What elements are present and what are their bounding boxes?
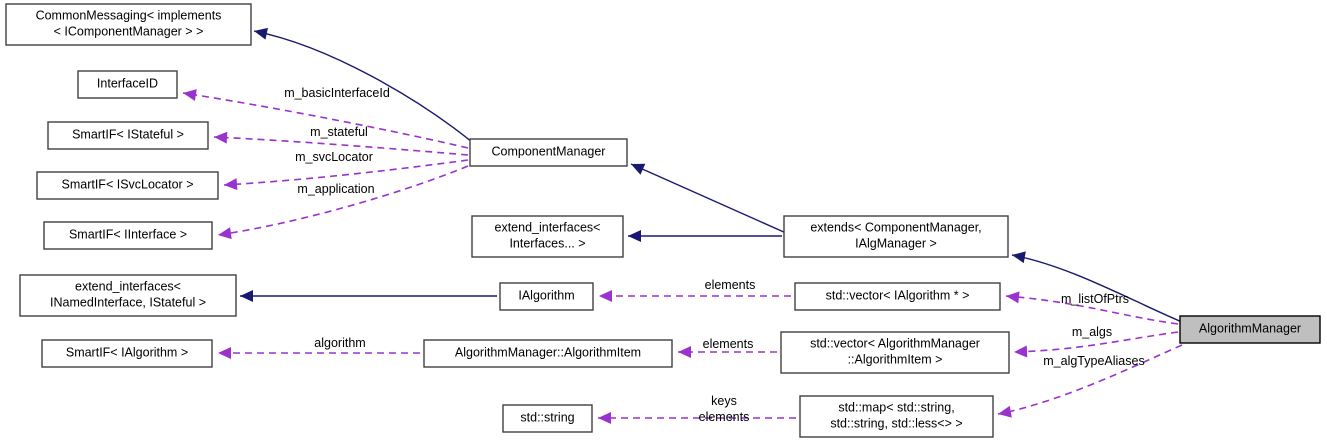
class-node-box[interactable] — [43, 221, 213, 250]
arrowhead-usage — [183, 89, 197, 101]
class-node-algorithm-manager[interactable]: AlgorithmManager — [1179, 315, 1321, 344]
arrowhead-usage — [599, 290, 612, 302]
class-node-label: std::string — [520, 411, 574, 425]
arrowhead-inheritance — [628, 230, 641, 242]
arrowhead-usage — [218, 347, 231, 359]
edge-usage — [223, 159, 469, 186]
class-node-box[interactable] — [794, 282, 1001, 311]
class-node-smartif-ialgorithm[interactable]: SmartIF< IAlgorithm > — [41, 339, 213, 368]
class-node-ialgorithm[interactable]: IAlgorithm — [499, 282, 594, 311]
edge-usage — [182, 92, 469, 149]
class-node-label: AlgorithmManager — [1199, 322, 1301, 336]
class-node-label: extends< ComponentManager,IAlgManager > — [810, 221, 981, 251]
class-node-label: extend_interfaces<INamedInterface, IStat… — [50, 280, 206, 310]
arrowhead-usage — [218, 227, 232, 240]
edge-usage — [213, 136, 469, 156]
edge-label: algorithm — [314, 336, 365, 350]
class-node-smartif-isvclocator[interactable]: SmartIF< ISvcLocator > — [36, 171, 219, 200]
edges-layer — [182, 27, 1183, 424]
class-node-box[interactable] — [783, 215, 1009, 258]
arrowhead-inheritance — [254, 27, 268, 40]
arrowhead-usage — [598, 412, 611, 424]
arrowhead-usage — [224, 178, 238, 191]
arrowhead-inheritance — [240, 290, 253, 302]
arrowhead-usage — [1014, 345, 1028, 358]
edge-label: m_algTypeAliases — [1043, 354, 1144, 368]
edge-usage — [217, 165, 469, 236]
class-node-extend-interfaces-variadic[interactable]: extend_interfaces<Interfaces... > — [471, 215, 624, 258]
class-node-box[interactable] — [77, 70, 178, 99]
class-node-common-messaging[interactable]: CommonMessaging< implements< IComponentM… — [5, 3, 252, 46]
class-node-label: extend_interfaces<Interfaces... > — [495, 221, 601, 251]
class-node-box[interactable] — [471, 215, 624, 258]
class-node-extend-interfaces-named[interactable]: extend_interfaces<INamedInterface, IStat… — [19, 274, 237, 317]
class-node-label: ComponentManager — [492, 145, 606, 159]
class-node-box[interactable] — [502, 404, 593, 433]
class-node-std-string[interactable]: std::string — [502, 404, 593, 433]
edge-labels-layer: m_basicInterfaceId m_stateful m_svcLocator… — [284, 86, 1145, 424]
class-node-extends-componentmanager[interactable]: extends< ComponentManager,IAlgManager > — [783, 215, 1009, 258]
arrowhead-usage — [678, 346, 691, 358]
class-node-label: AlgorithmManager::AlgorithmItem — [455, 346, 641, 360]
arrowhead-inheritance — [1012, 251, 1026, 264]
class-node-label: SmartIF< IAlgorithm > — [66, 346, 188, 360]
nodes-layer: CommonMessaging< implements< IComponentM… — [5, 3, 1321, 438]
edge-label: m_basicInterfaceId — [284, 86, 390, 100]
class-node-map-string-string[interactable]: std::map< std::string,std::string, std::… — [799, 395, 994, 438]
arrowhead-usage — [998, 405, 1012, 418]
edge-inheritance — [253, 30, 473, 143]
class-node-interface-id[interactable]: InterfaceID — [77, 70, 178, 99]
arrowhead-usage — [1006, 291, 1020, 304]
class-node-box[interactable] — [47, 121, 209, 150]
class-node-smartif-iinterface[interactable]: SmartIF< IInterface > — [43, 221, 213, 250]
class-node-vector-ialgorithm-ptr[interactable]: std::vector< IAlgorithm * > — [794, 282, 1001, 311]
class-node-label: CommonMessaging< implements< IComponentM… — [36, 9, 222, 39]
edge-label: m_algs — [1072, 325, 1112, 339]
edge-label: m_stateful — [310, 125, 368, 139]
arrowhead-usage — [214, 131, 228, 144]
class-node-label: SmartIF< IInterface > — [69, 228, 187, 242]
class-node-box[interactable] — [499, 282, 594, 311]
class-node-label: IAlgorithm — [518, 289, 574, 303]
edge-inheritance — [1011, 254, 1183, 323]
class-node-smartif-istateful[interactable]: SmartIF< IStateful > — [47, 121, 209, 150]
class-node-box[interactable] — [36, 171, 219, 200]
edge-label: m_svcLocator — [295, 150, 373, 164]
class-node-box[interactable] — [799, 395, 994, 438]
edge-label: m_application — [297, 182, 374, 196]
class-node-box[interactable] — [1179, 315, 1321, 344]
edge-label: elements — [703, 337, 754, 351]
class-node-algorithm-item[interactable]: AlgorithmManager::AlgorithmItem — [423, 339, 673, 368]
class-node-box[interactable] — [19, 274, 237, 317]
class-node-component-manager[interactable]: ComponentManager — [469, 138, 628, 167]
edge-label: m_listOfPtrs — [1061, 292, 1129, 306]
class-node-box[interactable] — [5, 3, 252, 46]
class-node-box[interactable] — [41, 339, 213, 368]
class-node-label: std::vector< IAlgorithm * > — [826, 289, 970, 303]
edge-usage — [1005, 295, 1179, 325]
class-node-label: std::map< std::string,std::string, std::… — [830, 401, 962, 431]
class-node-box[interactable] — [469, 138, 628, 167]
class-node-box[interactable] — [423, 339, 673, 368]
class-node-vector-algorithm-item[interactable]: std::vector< AlgorithmManager::Algorithm… — [780, 331, 1010, 374]
edge-usage — [997, 344, 1183, 415]
class-node-box[interactable] — [780, 331, 1010, 374]
class-node-label: SmartIF< ISvcLocator > — [62, 178, 194, 192]
class-node-label: InterfaceID — [97, 77, 158, 91]
edge-inheritance — [630, 163, 787, 234]
class-node-label: std::vector< AlgorithmManager::Algorithm… — [810, 337, 980, 367]
edge-label: elements — [705, 278, 756, 292]
class-node-label: SmartIF< IStateful > — [72, 128, 184, 142]
arrowhead-inheritance — [631, 163, 646, 175]
